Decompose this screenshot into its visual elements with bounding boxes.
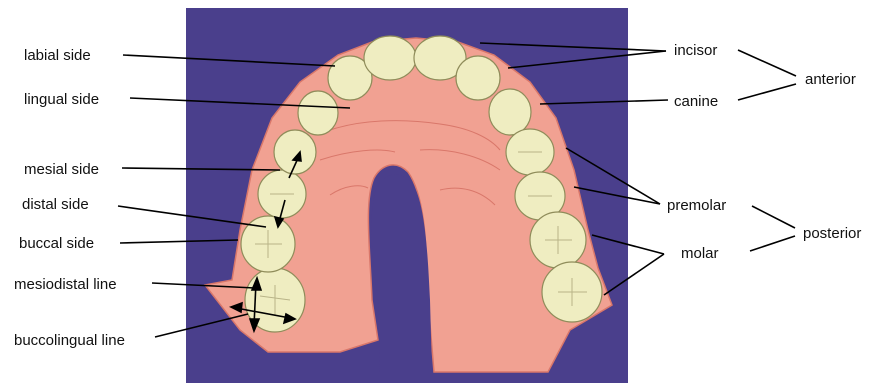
label-mesial-side: mesial side (24, 161, 99, 178)
label-labial-side: labial side (24, 47, 91, 64)
label-buccolingual-line: buccolingual line (14, 332, 125, 349)
label-canine: canine (674, 93, 718, 110)
label-incisor: incisor (674, 42, 717, 59)
label-buccal-side: buccal side (19, 235, 94, 252)
label-molar: molar (681, 245, 719, 262)
label-lingual-side: lingual side (24, 91, 99, 108)
label-distal-side: distal side (22, 196, 89, 213)
label-mesiodistal-line: mesiodistal line (14, 276, 117, 293)
label-premolar: premolar (667, 197, 726, 214)
label-posterior: posterior (803, 225, 861, 242)
label-anterior: anterior (805, 71, 856, 88)
